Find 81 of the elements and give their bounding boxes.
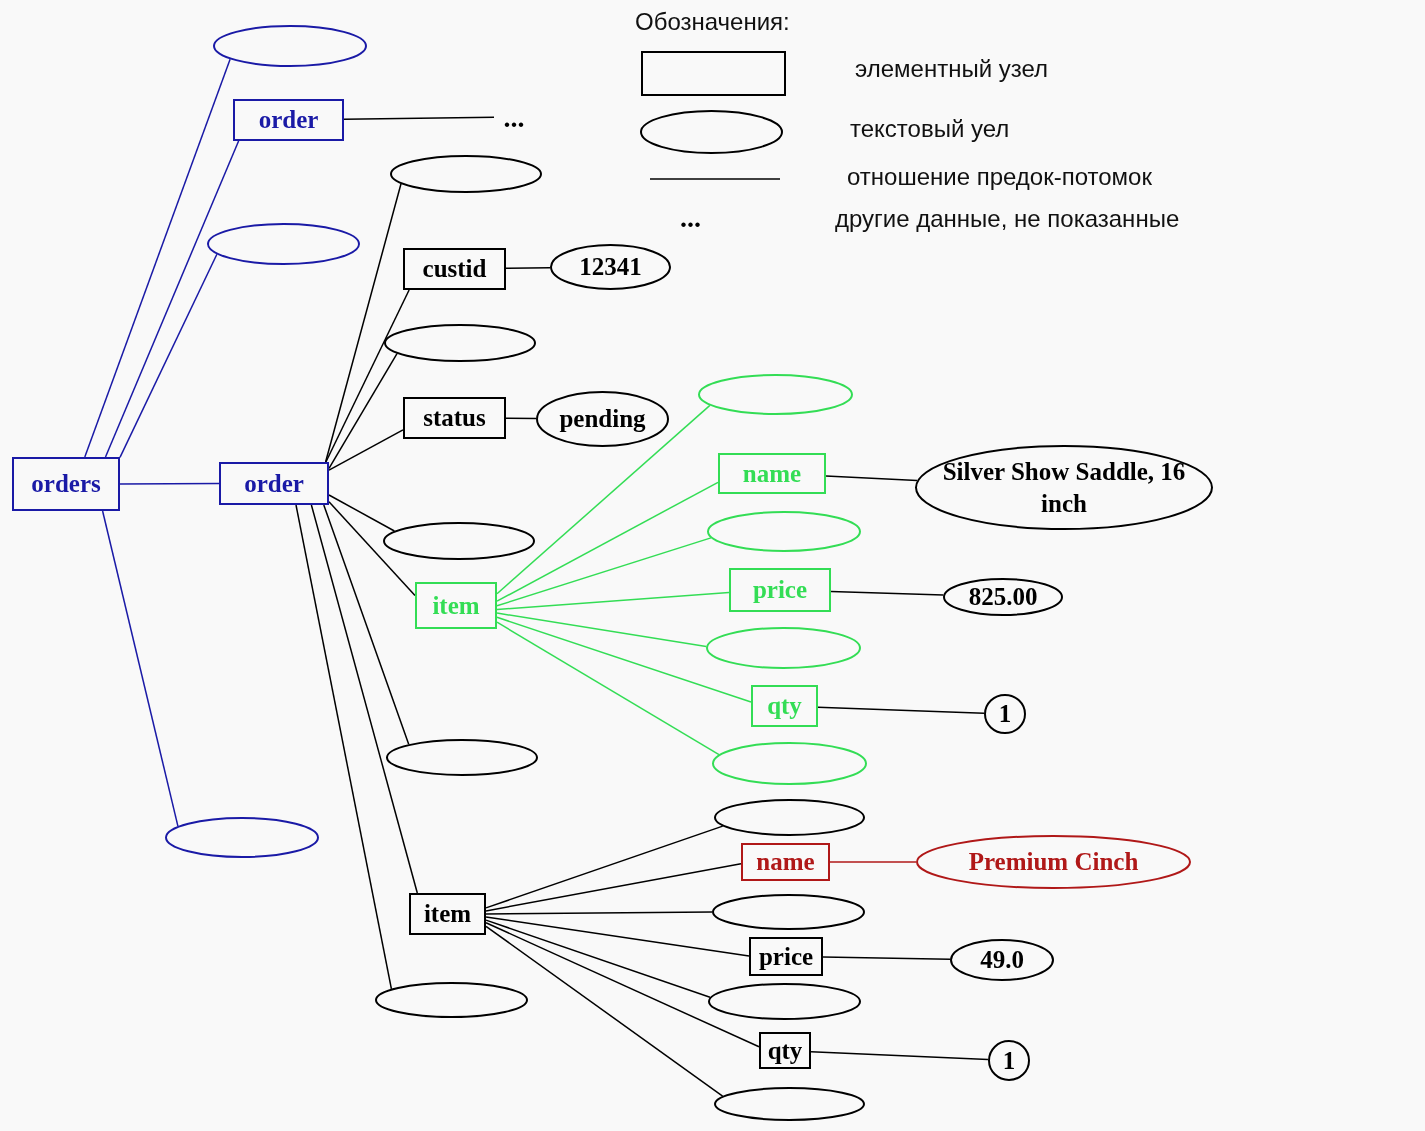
element-node-box: custid xyxy=(403,248,506,290)
text-node-ellipse xyxy=(708,983,861,1020)
connector-line xyxy=(825,475,918,482)
connector-line xyxy=(104,140,240,458)
text-node-ellipse xyxy=(384,324,536,362)
text-node-ellipse: Silver Show Saddle, 16 inch xyxy=(915,445,1213,530)
connector-line xyxy=(810,1050,989,1061)
element-node-box: orders xyxy=(12,457,120,511)
text-node-ellipse xyxy=(712,894,865,930)
text-node-ellipse xyxy=(390,155,542,193)
connector-line xyxy=(310,504,419,894)
text-node-ellipse xyxy=(706,627,861,669)
connector-line xyxy=(328,501,416,597)
connector-line xyxy=(485,916,750,957)
connector-line xyxy=(496,481,719,602)
connector-line xyxy=(485,825,724,909)
connector-line xyxy=(119,253,218,459)
connector-line xyxy=(119,482,220,485)
connector-line xyxy=(496,616,752,703)
connector-line xyxy=(829,861,917,863)
text-node-circle: 1 xyxy=(988,1040,1030,1081)
text-node-ellipse: Premium Cinch xyxy=(916,835,1191,889)
connector-line xyxy=(295,504,393,990)
element-node-box: price xyxy=(729,568,831,612)
element-node-box: order xyxy=(219,462,329,505)
connector-line xyxy=(496,612,707,648)
connector-line xyxy=(485,925,724,1097)
element-node-box: qty xyxy=(759,1032,811,1069)
element-node-box: name xyxy=(741,843,830,881)
text-node-ellipse: pending xyxy=(536,391,669,447)
connector-line xyxy=(817,706,985,714)
text-node-ellipse xyxy=(714,799,865,836)
element-node-box: price xyxy=(749,937,823,976)
connector-line xyxy=(485,862,742,912)
connector-line xyxy=(325,289,410,463)
element-node-box: qty xyxy=(751,685,818,727)
text-node-ellipse: 825.00 xyxy=(943,578,1063,616)
legend-title: Обозначения: xyxy=(635,8,790,36)
connector-line xyxy=(822,956,951,960)
text-node-ellipse xyxy=(165,817,319,858)
legend-text: текстовый уел xyxy=(850,115,1010,143)
connector-line xyxy=(496,621,720,756)
connector-line xyxy=(485,921,760,1048)
element-node-box: order xyxy=(233,99,344,141)
text-node-ellipse xyxy=(375,982,528,1018)
text-node-ellipse xyxy=(712,742,867,785)
ellipsis-text: ... xyxy=(680,202,701,234)
connector-line xyxy=(830,590,945,596)
connector-line xyxy=(496,591,730,611)
text-node-ellipse xyxy=(383,522,535,560)
ellipsis-text: ... xyxy=(494,100,534,134)
connector-line xyxy=(328,352,398,470)
element-node-box: name xyxy=(718,453,826,494)
connector-line xyxy=(343,116,495,121)
legend-text: отношение предок-потомок xyxy=(847,163,1152,191)
text-node-ellipse xyxy=(386,739,538,776)
connector-line xyxy=(496,404,711,595)
connector-line xyxy=(323,504,410,746)
element-node-box: item xyxy=(409,893,486,935)
connector-line xyxy=(101,510,179,827)
text-node-ellipse xyxy=(207,223,360,265)
connector-line xyxy=(485,911,713,915)
text-node-ellipse xyxy=(707,511,861,552)
connector-line xyxy=(505,417,537,420)
connector-line xyxy=(505,267,551,270)
connector-line xyxy=(324,183,402,463)
connector-line xyxy=(496,537,712,607)
connector-line xyxy=(485,919,711,999)
text-node-ellipse: 49.0 xyxy=(950,939,1054,981)
legend-text: элементный узел xyxy=(855,55,1049,83)
element-node-box: item xyxy=(415,582,497,629)
text-node-ellipse xyxy=(714,1087,865,1121)
text-node-circle: 1 xyxy=(984,694,1026,734)
legend-text: другие данные, не показанные xyxy=(835,205,1180,233)
connector-line xyxy=(328,429,404,471)
connector-line xyxy=(84,58,231,458)
text-node-ellipse xyxy=(698,374,853,415)
text-node-ellipse: 12341 xyxy=(550,244,671,290)
connector-line xyxy=(328,494,396,532)
text-node-ellipse xyxy=(213,25,367,67)
element-node-box: status xyxy=(403,397,506,439)
